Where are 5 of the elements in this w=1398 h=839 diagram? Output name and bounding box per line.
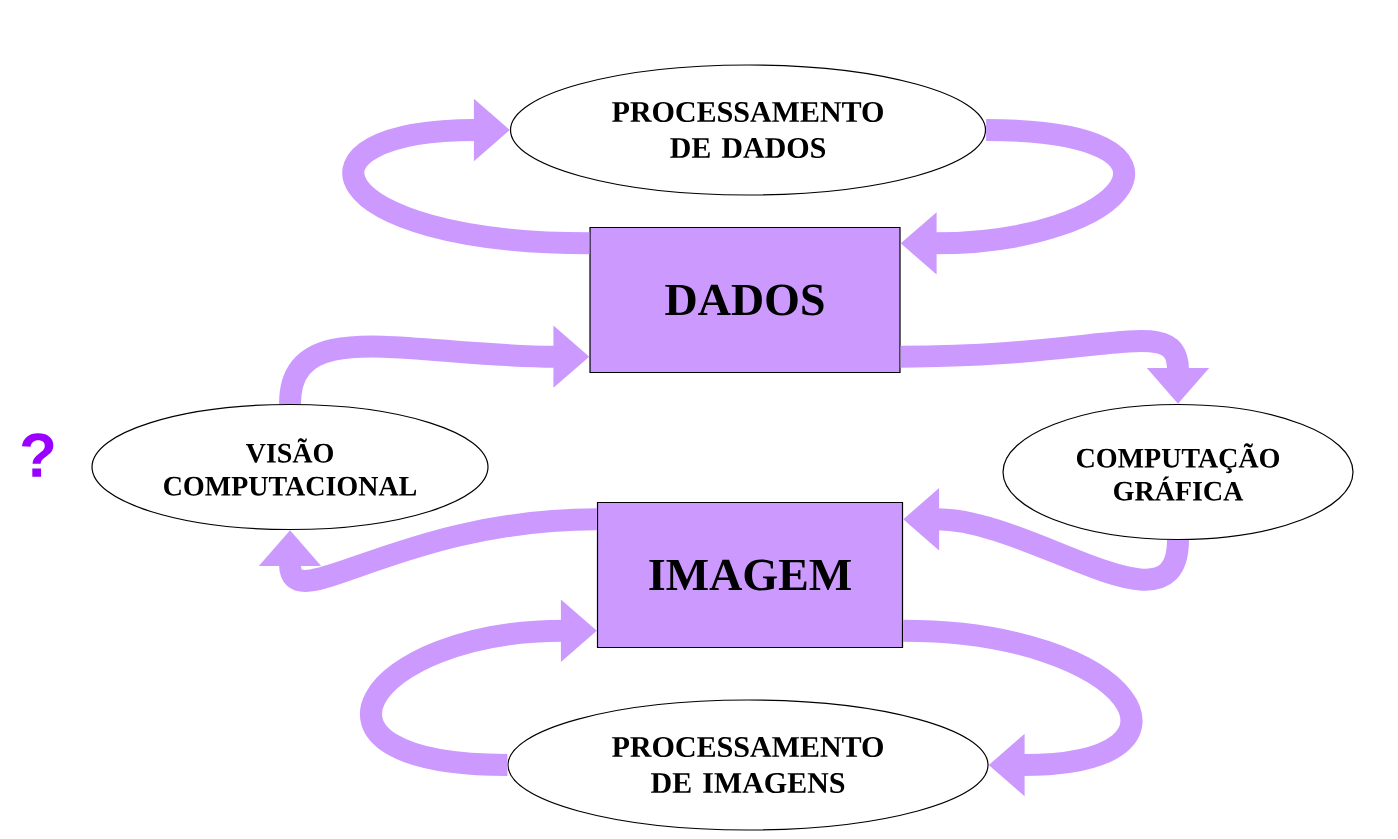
- concept-box: IMAGEM: [596, 501, 904, 649]
- block-arrow: [902, 619, 1142, 797]
- block-arrow: [258, 508, 598, 592]
- concept-box: DADOS: [589, 226, 901, 374]
- block-arrow: [342, 98, 590, 255]
